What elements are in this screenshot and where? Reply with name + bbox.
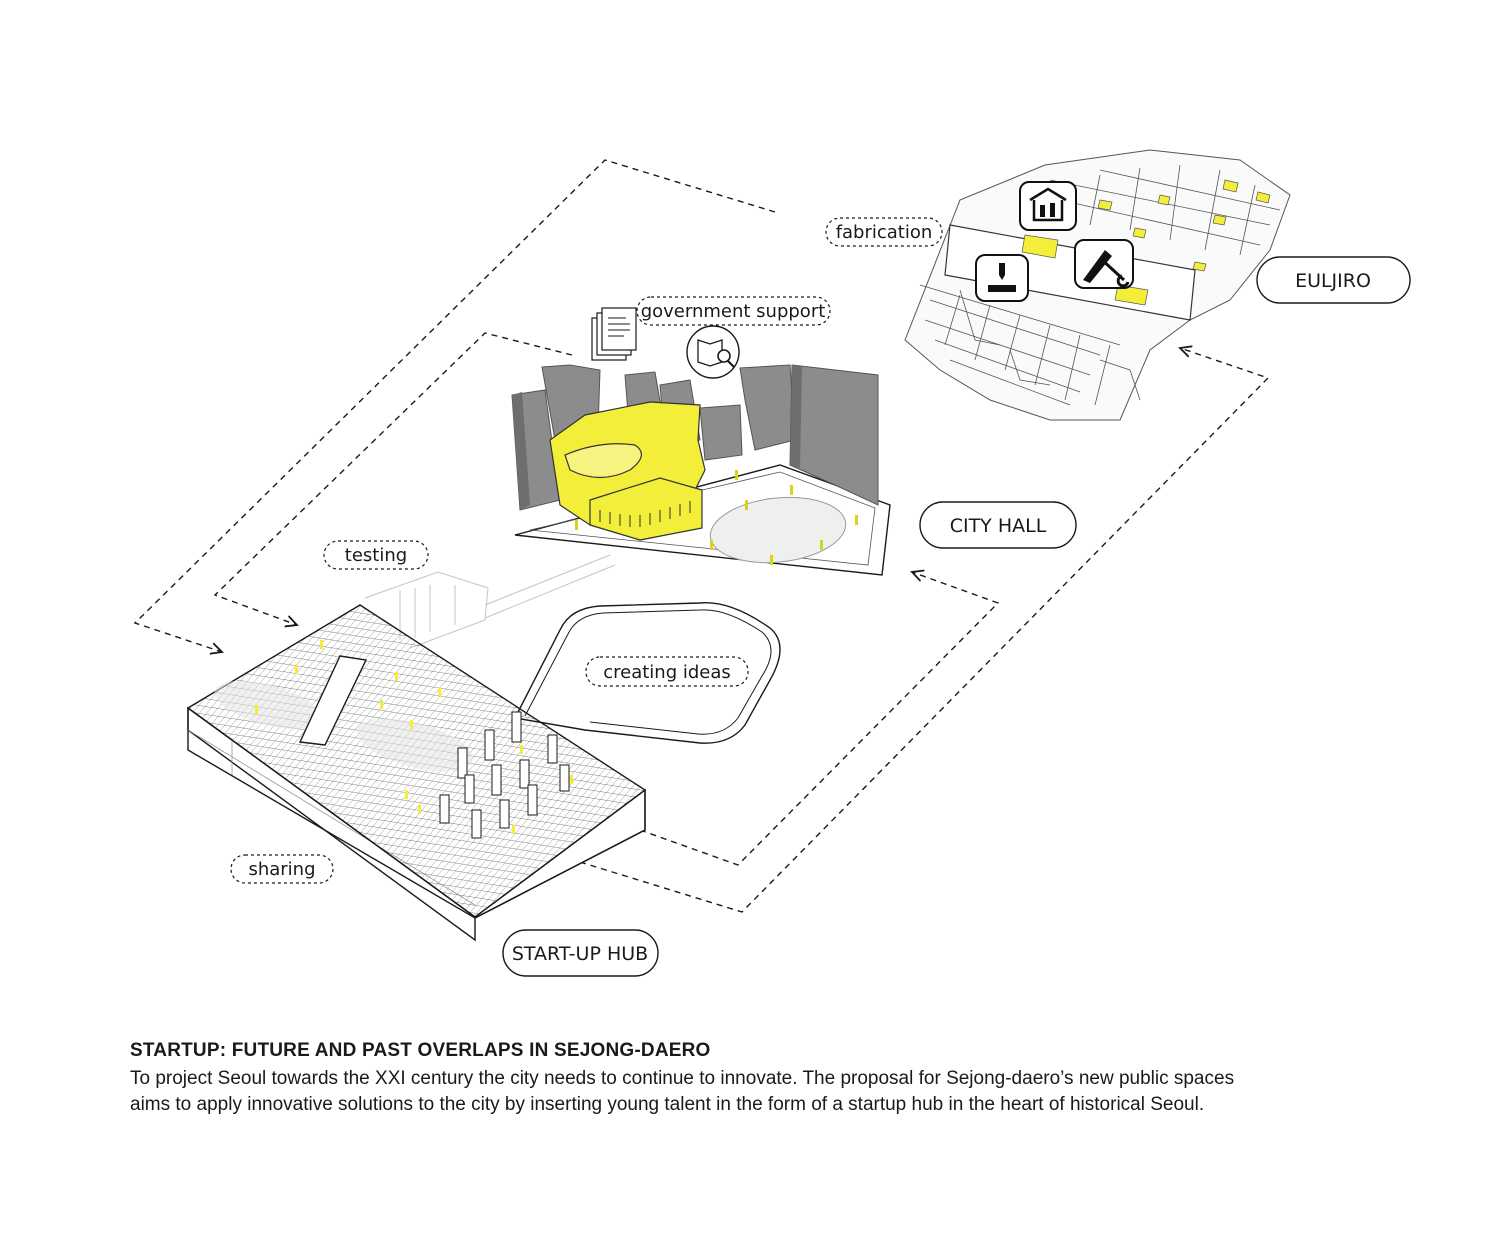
caption-line-1: To project Seoul towards the XXI century… (130, 1068, 1235, 1089)
city-hall-block (511, 364, 891, 576)
caption-body: To project Seoul towards the XXI century… (130, 1066, 1430, 1118)
map-search-icon (686, 325, 740, 379)
3d-printer-icon (975, 254, 1029, 302)
fabrication-tag: fabrication (825, 217, 943, 247)
svg-text:creating ideas: creating ideas (603, 662, 731, 683)
startup-hub-label: START-UP HUB (502, 929, 659, 977)
euljiro-district (904, 149, 1291, 421)
sharing-tag: sharing (230, 854, 334, 884)
svg-text:CITY HALL: CITY HALL (950, 515, 1047, 537)
inner-flow-path (213, 332, 573, 625)
svg-text:testing: testing (345, 545, 407, 566)
flow-paths (133, 159, 1270, 913)
svg-text:START-UP HUB: START-UP HUB (512, 943, 648, 965)
sharing-return-path (579, 348, 1270, 913)
city-hall-building (549, 401, 706, 541)
caption-title: STARTUP: FUTURE AND PAST OVERLAPS IN SEJ… (130, 1040, 711, 1061)
city-hall-label: CITY HALL (919, 501, 1077, 549)
svg-text:EULJIRO: EULJIRO (1295, 270, 1371, 292)
euljiro-label: EULJIRO (1256, 256, 1411, 304)
svg-text:fabrication: fabrication (836, 222, 933, 243)
creating-ideas-tag: creating ideas (585, 656, 749, 687)
testing-tag: testing (323, 540, 429, 570)
caption-line-2: aims to apply innovative solutions to th… (130, 1094, 1205, 1115)
saw-wrench-icon (1074, 239, 1134, 289)
documents-icon (591, 307, 637, 361)
caption: STARTUP: FUTURE AND PAST OVERLAPS IN SEJ… (130, 1040, 1430, 1118)
hub-return-path (639, 572, 1000, 866)
axonometric-diagram: EULJIRO fabrication (133, 149, 1411, 977)
workshop-house-icon (1019, 181, 1077, 231)
svg-text:government support: government support (641, 301, 826, 322)
outer-flow-path (133, 159, 776, 652)
government-support-tag: government support (636, 296, 831, 326)
svg-text:sharing: sharing (248, 859, 315, 880)
startup-hub-block (186, 554, 781, 942)
